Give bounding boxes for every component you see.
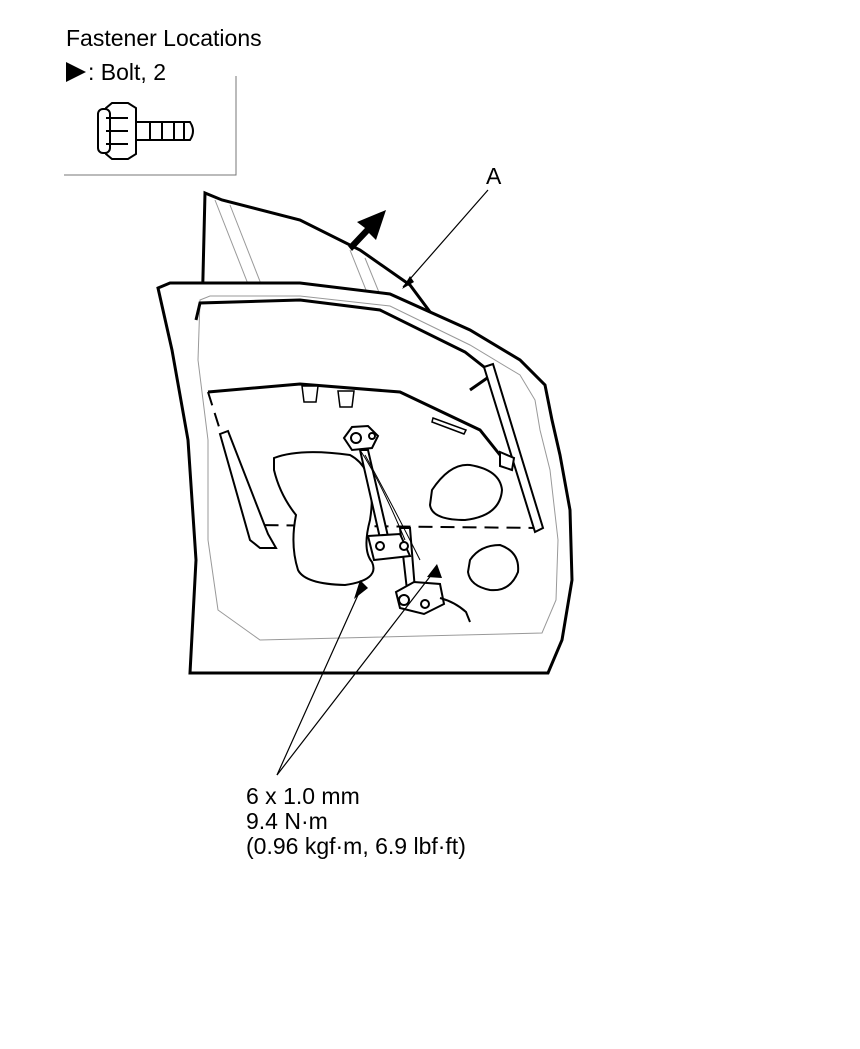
callout-a-arrowhead <box>402 276 414 289</box>
solid-triangle-icon <box>66 62 86 82</box>
front-window-run-channel <box>218 429 278 549</box>
bolt-marker-lower <box>354 580 368 599</box>
window-regulator <box>342 424 471 623</box>
callout-label-a: A <box>486 163 502 189</box>
glass-guide-tabs <box>301 385 468 435</box>
bolt-location-markers <box>354 564 442 599</box>
bolt-legend-label: : Bolt, 2 <box>88 59 166 85</box>
bolt-icon <box>97 102 194 160</box>
fastener-locations-title: Fastener Locations <box>66 25 262 51</box>
leader-lines <box>276 189 489 776</box>
up-arrow-icon <box>348 210 386 251</box>
legend-box-border <box>64 76 237 176</box>
torque-value-alternate: (0.96 kgf·m, 6.9 lbf·ft) <box>246 833 466 859</box>
bolt-marker-upper <box>427 564 442 578</box>
rear-window-run-channel <box>482 362 545 534</box>
bolt-legend: : Bolt, 2 <box>66 58 166 86</box>
service-holes <box>273 451 520 592</box>
torque-spec: 6 x 1.0 mm 9.4 N·m (0.96 kgf·m, 6.9 lbf·… <box>246 784 466 859</box>
torque-value-nm: 9.4 N·m <box>246 808 328 834</box>
bolt-size: 6 x 1.0 mm <box>246 783 360 809</box>
